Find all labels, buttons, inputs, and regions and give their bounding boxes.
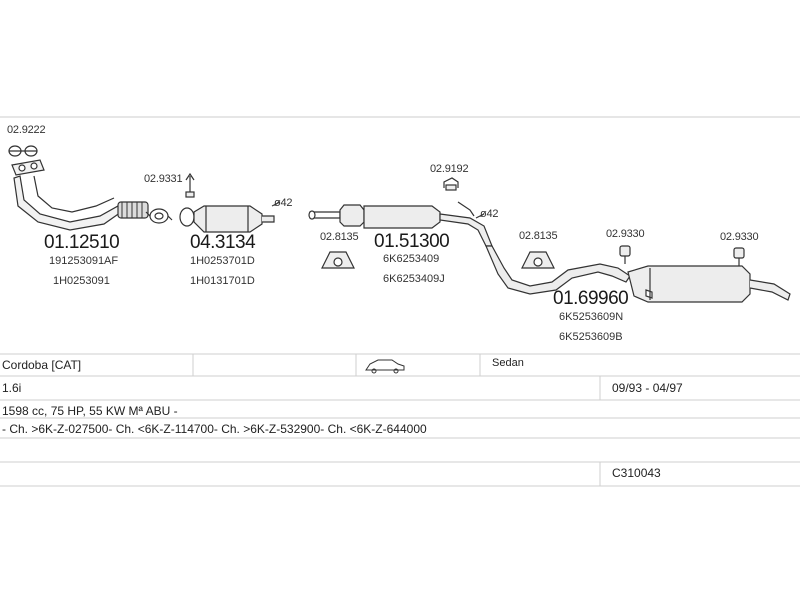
rear-silencer-number: 01.69960 — [553, 288, 629, 309]
rear-silencer-oe1: 6K5253609N — [559, 311, 624, 323]
bolt-icon — [185, 172, 195, 198]
catalog-code-cell: C310043 — [612, 466, 661, 480]
front-pipe-number: 01.12510 — [44, 232, 120, 253]
chassis-cell: - Ch. >6K-Z-027500- Ch. <6K-Z-114700- Ch… — [2, 422, 427, 436]
mount-2-code: 02.8135 — [519, 230, 558, 242]
middle-silencer-oe1: 6K6253409 — [383, 253, 440, 265]
middle-silencer-shape — [308, 204, 493, 247]
clamp-mid-icon — [443, 177, 485, 219]
clamp-mid-code: 02.9192 — [430, 163, 469, 175]
mount-1-code: 02.8135 — [320, 231, 359, 243]
middle-silencer-number: 01.51300 — [374, 231, 450, 252]
rear-silencer-shape — [485, 245, 791, 303]
diameter-label-2: ø42 — [480, 208, 499, 220]
clamp-rear-icon — [619, 245, 631, 264]
clamp-rear-1-code: 02.9330 — [606, 228, 645, 240]
clamp-rear-icon — [733, 247, 745, 266]
rubber-mount-icon — [521, 251, 555, 269]
catalyst-oe1: 1H0253701D — [190, 255, 255, 267]
sedan-car-icon — [365, 359, 405, 374]
body-type-cell: Sedan — [492, 357, 524, 369]
clamp-flex-code: 02.9331 — [144, 173, 183, 185]
catalyst-oe2: 1H0131701D — [190, 275, 255, 287]
middle-silencer-oe2: 6K6253409J — [383, 273, 445, 285]
catalyst-shape — [179, 205, 275, 233]
front-pipe-oe2: 1H0253091 — [53, 275, 110, 287]
front-pipe-shape — [11, 159, 149, 231]
clamp-top-code: 02.9222 — [7, 124, 46, 136]
spec-cell: 1598 cc, 75 HP, 55 KW Mª ABU - — [2, 404, 178, 418]
clamp-rear-2-code: 02.9330 — [720, 231, 759, 243]
catalyst-number: 04.3134 — [190, 232, 256, 253]
front-pipe-oe1: 191253091AF — [49, 255, 119, 267]
rear-silencer-oe2: 6K5253609B — [559, 331, 623, 343]
engine-cell: 1.6i — [2, 381, 22, 395]
years-cell: 09/93 - 04/97 — [612, 381, 683, 395]
clamp-top-icon — [8, 145, 38, 157]
gasket-icon — [145, 208, 173, 224]
model-cell: Cordoba [CAT] — [2, 358, 82, 372]
diameter-label-1: ø42 — [274, 197, 293, 209]
rubber-mount-icon — [321, 251, 355, 269]
